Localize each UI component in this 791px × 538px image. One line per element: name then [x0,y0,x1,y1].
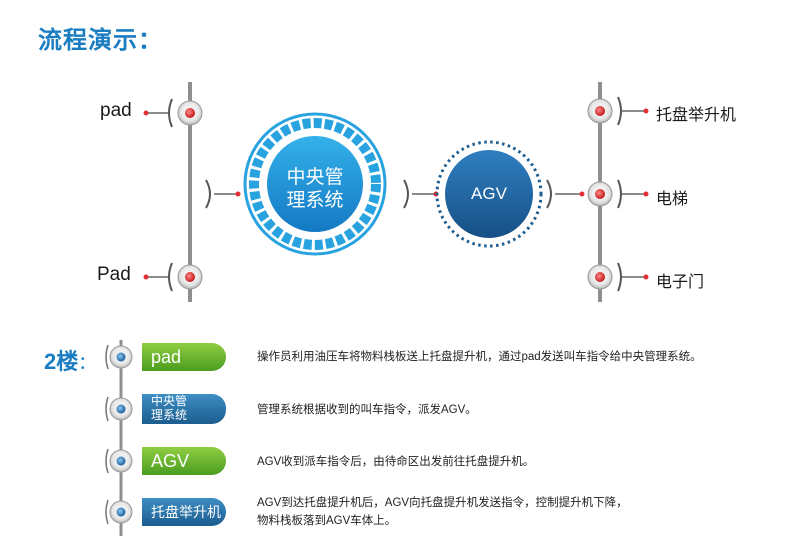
step-desc-1: 操作员利用油压车将物料栈板送上托盘提升机，通过pad发送叫车指令给中央管理系统。 [257,351,702,363]
agv-label: AGV [471,184,507,203]
left-connector-pad [143,98,203,128]
right-node-elevator: 电梯 [656,191,689,208]
central-system-node [243,112,387,256]
central-system-label: 中央管 理系统 [286,167,344,211]
right-node-door: 电子门 [656,274,705,291]
right-connector-elevator [587,179,649,209]
connector-agv-right [546,179,585,209]
step-tag-lift: 托盘举升机 [142,498,226,526]
step-tag-pad: pad [142,343,226,371]
floor-step-knob-3 [105,448,133,474]
agv-node [435,140,543,248]
page-title: 流程演示： [38,27,163,54]
step-desc-2: 管理系统根据收到的叫车指令，派发AGV。 [257,404,477,416]
left-node-pad2: Pad [97,264,131,285]
step-tag-agv: AGV [142,447,226,475]
floor-label: 2楼 ： [44,349,97,374]
step-tag-central: 中央管 理系统 [142,394,226,424]
floor-step-knob-1 [105,344,133,370]
connector-center-agv [403,179,439,209]
step-desc-3: AGV收到派车指令后，由待命区出发前往托盘提升机。 [257,456,535,468]
right-connector-door [587,262,649,292]
right-connector-lift [587,96,649,126]
left-node-pad: pad [100,100,132,121]
right-node-lift: 托盘举升机 [656,107,737,124]
floor-step-knob-4 [105,499,133,525]
step-desc-4: AGV到达托盘提升机后，AGV向托盘提升机发送指令，控制提升机下降， 物料栈板落… [257,497,628,527]
left-connector-pad2 [143,262,203,292]
floor-step-knob-2 [105,396,133,422]
connector-left-center [205,179,241,209]
